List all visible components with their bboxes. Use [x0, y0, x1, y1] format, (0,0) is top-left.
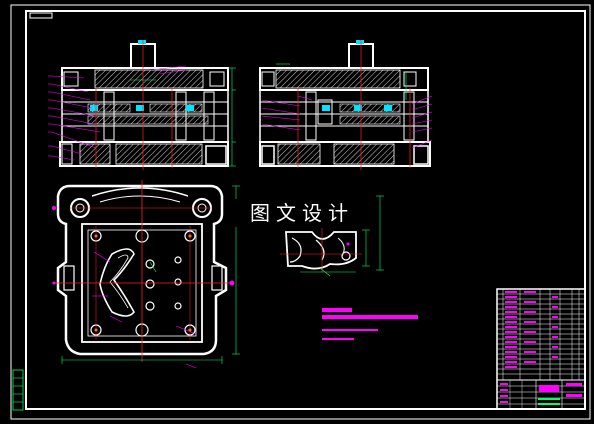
watermark-title: 图文设计: [232, 199, 372, 227]
notes-line-1: [322, 329, 378, 331]
title-block-name-field: [539, 385, 559, 392]
parts-list: [497, 289, 585, 380]
front-dimension: [130, 67, 236, 167]
side-section-view: [259, 40, 433, 170]
front-bottom-plate: [59, 141, 229, 167]
plan-view: [52, 180, 240, 369]
plan-leader-lines: [92, 251, 197, 335]
front-section-view: [48, 40, 236, 170]
notes-bar-main: [322, 315, 418, 319]
technical-notes-block: [322, 308, 418, 340]
plan-part-profile: [99, 248, 135, 317]
detail-dimensions: [300, 195, 384, 277]
plan-outer-outline: [56, 184, 228, 356]
title-block: [496, 288, 586, 410]
detail-hole: [341, 251, 351, 261]
side-leader-lines: [261, 95, 433, 149]
left-margin-marker: [12, 369, 24, 411]
front-leader-lines: [51, 65, 187, 161]
frame-corner-mark: [29, 12, 53, 19]
side-punch-marker: [356, 40, 364, 44]
front-punch-marker: [138, 40, 146, 44]
outer-border: [10, 4, 591, 420]
drawing-frame: [25, 10, 586, 410]
notes-line-2: [322, 338, 354, 340]
side-bottom-plate: [259, 141, 431, 167]
part-detail-view: [280, 195, 384, 277]
notes-bar-top: [322, 308, 352, 312]
detail-part-outline: [285, 231, 357, 270]
